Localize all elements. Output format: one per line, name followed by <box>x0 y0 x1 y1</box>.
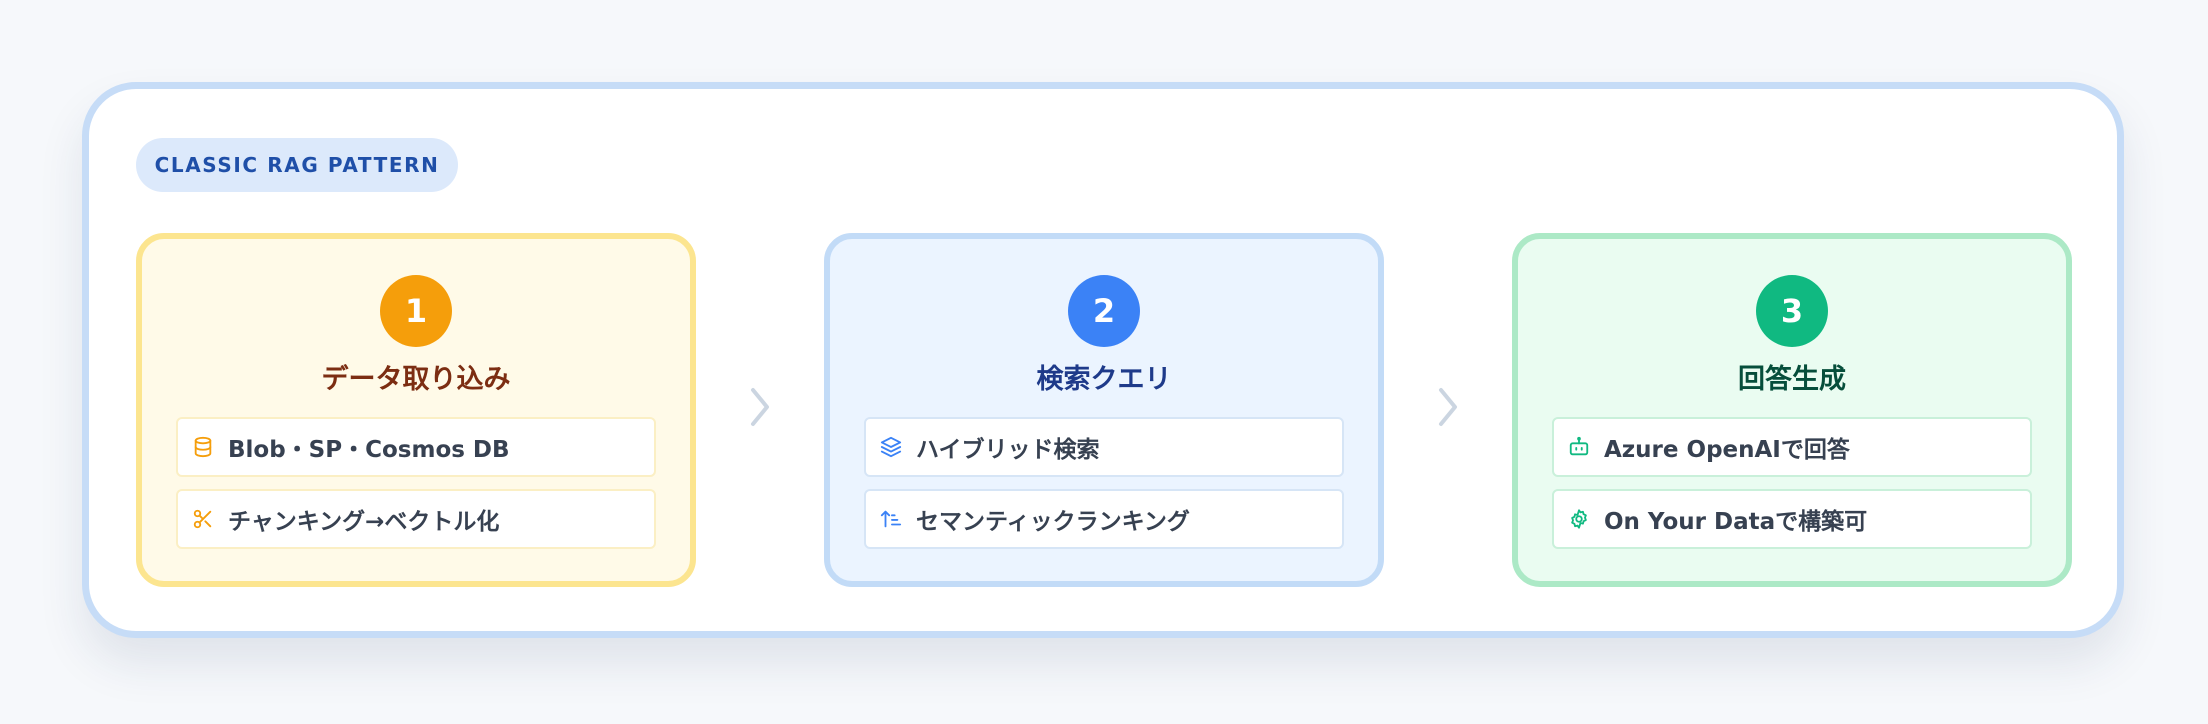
chevron-right-icon <box>748 384 772 430</box>
step-number-badge: 2 <box>1068 275 1140 347</box>
step-card-ingest: 1 データ取り込み Blob・SP・Cosmos DB チャンキング→ベクトル化 <box>136 233 696 587</box>
bot-icon <box>1568 436 1590 458</box>
step-card-generate: 3 回答生成 Azure OpenAIで回答 On Your Dataで構築可 <box>1512 233 2072 587</box>
step-number-badge: 1 <box>380 275 452 347</box>
step-item-label: Azure OpenAIで回答 <box>1604 437 1850 463</box>
step-title: データ取り込み <box>321 364 511 395</box>
chevron-right-icon <box>1436 384 1460 430</box>
step-item-label: チャンキング→ベクトル化 <box>228 509 500 535</box>
step-number-badge: 3 <box>1756 275 1828 347</box>
gear-icon <box>1568 508 1590 530</box>
step-item: Azure OpenAIで回答 <box>1552 417 2032 477</box>
step-card-search: 2 検索クエリ ハイブリッド検索 セマンティックランキング <box>824 233 1384 587</box>
pattern-badge: CLASSIC RAG PATTERN <box>136 138 458 192</box>
step-item-label: ハイブリッド検索 <box>916 437 1100 463</box>
step-item: Blob・SP・Cosmos DB <box>176 417 656 477</box>
scissors-icon <box>192 508 214 530</box>
step-item-label: On Your Dataで構築可 <box>1604 509 1868 535</box>
step-item-label: セマンティックランキング <box>916 509 1190 535</box>
step-item: セマンティックランキング <box>864 489 1344 549</box>
layers-icon <box>880 436 902 458</box>
step-item-label: Blob・SP・Cosmos DB <box>228 437 510 463</box>
step-title: 回答生成 <box>1738 364 1846 395</box>
database-icon <box>192 436 214 458</box>
step-item: ハイブリッド検索 <box>864 417 1344 477</box>
step-title: 検索クエリ <box>1036 364 1172 395</box>
step-item: On Your Dataで構築可 <box>1552 489 2032 549</box>
step-item: チャンキング→ベクトル化 <box>176 489 656 549</box>
sort-ascending-icon <box>880 508 902 530</box>
